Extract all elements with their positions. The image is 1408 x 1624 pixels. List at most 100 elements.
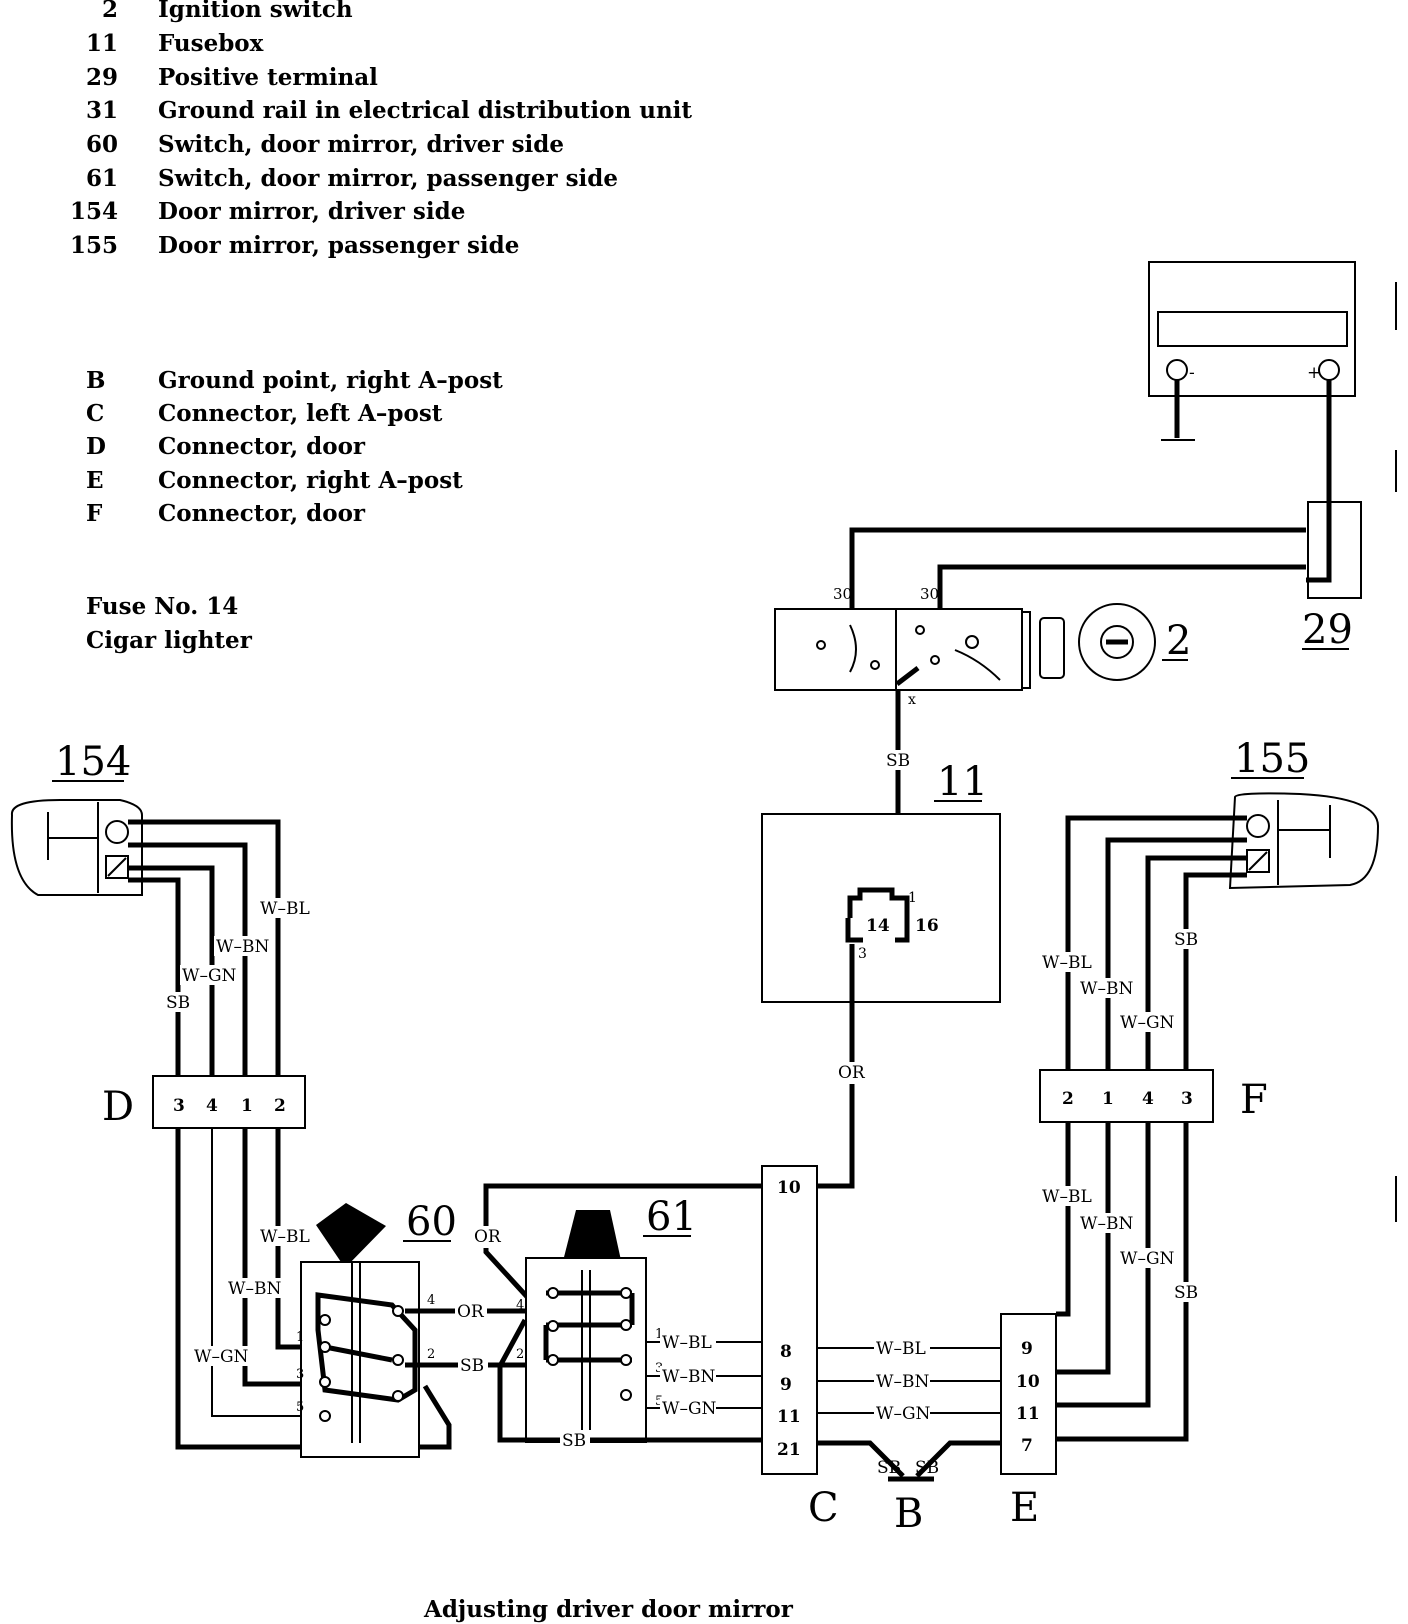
- fuse-pin-out: 3: [858, 946, 867, 962]
- wire-label-w-bl: W–BL: [876, 1339, 926, 1359]
- legend-id: 31: [85, 97, 118, 124]
- legend-label: Connector, left A–post: [158, 400, 443, 427]
- tag-f: F: [1240, 1077, 1268, 1123]
- wire-label-bg: [1078, 978, 1134, 998]
- ignition-lock-core: [1100, 625, 1134, 659]
- contact-point: [620, 1389, 632, 1401]
- wire-label-w-gn: W–GN: [1120, 1249, 1175, 1269]
- wire-w-bn-154: [128, 842, 248, 1076]
- wire-sb-e-to-ground: [915, 1440, 1001, 1478]
- legend-id: B: [86, 367, 106, 394]
- contact-point: [392, 1305, 404, 1317]
- connector-c-pin: 21: [777, 1440, 801, 1460]
- wire-label-w-gn: W–GN: [194, 1347, 249, 1367]
- switch-61-shaft: [581, 1270, 591, 1430]
- wire-30-b: [937, 564, 1306, 609]
- tag-155: 155: [1234, 736, 1310, 782]
- battery-label-plate: [1157, 311, 1348, 347]
- connector-d-body: [152, 1075, 306, 1129]
- tag-2: 2: [1166, 618, 1191, 664]
- contact-point: [816, 640, 826, 650]
- battery-minus-label: -: [1189, 363, 1195, 383]
- mirror-155-motor-icon: [1246, 814, 1270, 838]
- legend-label: Connector, right A–post: [158, 467, 463, 494]
- connector-f-pin: 3: [1181, 1089, 1193, 1109]
- door-mirror-154: 154: [10, 739, 143, 896]
- tag-11: 11: [937, 759, 988, 805]
- wire-label-bg: [660, 1332, 716, 1352]
- legend-id: 155: [69, 232, 118, 259]
- contact-point: [930, 655, 940, 665]
- wire-label-bg: [258, 1226, 314, 1246]
- fuse-number: Fuse No. 14: [86, 593, 239, 620]
- fuse-right-label: 16: [915, 916, 939, 936]
- connector-d-pin: 1: [241, 1096, 253, 1116]
- wire-label-bg: [455, 1301, 487, 1321]
- legend-label: Connector, door: [158, 500, 366, 527]
- mirror-155-housing: [1228, 792, 1380, 890]
- wire-w-bn-f-e: [1056, 1122, 1111, 1375]
- wire-w-bl-155: [1065, 815, 1247, 1081]
- legend-label: Ground point, right A–post: [158, 367, 503, 394]
- mirror-154-internal: [47, 812, 98, 860]
- ignition-lock-barrel: [1078, 603, 1156, 681]
- tag-c: C: [808, 1485, 839, 1531]
- switch-60-knob: [316, 1203, 386, 1268]
- fuse-left-label: 14: [866, 916, 890, 936]
- wire-w-gn-d-60: [211, 1128, 315, 1417]
- wire-label-sb: SB: [877, 1458, 901, 1478]
- wire-label-bg: [874, 1403, 930, 1423]
- connector-c: 10 8 9 11 21 C: [761, 1165, 839, 1531]
- wire-label-w-bl: W–BL: [662, 1333, 712, 1353]
- switch-60-pin: 1: [296, 1330, 304, 1345]
- wire-sb-154: [128, 877, 181, 1076]
- connector-e-pin: 7: [1021, 1436, 1033, 1456]
- wire-label-bg: [1040, 1186, 1096, 1206]
- ground-point-b: SB SB B: [817, 1440, 1001, 1537]
- wire-label-bg: [884, 750, 912, 770]
- wire-label-bg: [472, 1226, 502, 1248]
- contact-point: [319, 1341, 331, 1353]
- legend-label: Positive terminal: [158, 64, 378, 91]
- contact-point: [620, 1354, 632, 1366]
- contact-arc: [954, 649, 1001, 681]
- mirror-155-internal: [1278, 805, 1331, 858]
- wire-label-bg: [836, 1062, 866, 1084]
- wire-label-bg: [1040, 952, 1096, 972]
- wire-label-bg: [214, 936, 270, 956]
- legend-label: Ground rail in electrical distribution u…: [158, 97, 693, 124]
- wire-label-bg: [458, 1355, 488, 1375]
- contact-point: [547, 1354, 559, 1366]
- legend-id: F: [86, 500, 103, 527]
- tag-29: 29: [1302, 607, 1353, 653]
- switch-61-pin: 4: [516, 1298, 524, 1313]
- tag-d: D: [102, 1084, 134, 1130]
- contact-point: [965, 635, 979, 649]
- wire-label-w-bn: W–BN: [216, 937, 269, 957]
- wire-label-bg: [1172, 929, 1200, 949]
- switch-60-pin: 5: [296, 1400, 304, 1415]
- contact-point: [620, 1287, 632, 1299]
- contact-arc: [849, 624, 857, 673]
- wire-label-sb: SB: [886, 751, 910, 771]
- positive-terminal-block: [1307, 501, 1362, 599]
- wire-label-bg: [192, 1346, 248, 1366]
- contact-point: [319, 1376, 331, 1388]
- terminal-30-a: 30: [833, 585, 852, 603]
- mirror-switch-60: 60 4 1 2 3 5: [296, 1199, 457, 1458]
- switch-61-pin: 1: [655, 1327, 663, 1342]
- wire-w-bl-154: [128, 819, 281, 1076]
- connector-f-pin: 4: [1142, 1089, 1154, 1109]
- switch-60-pin: 2: [427, 1347, 435, 1362]
- ignition-lock-slot: [1039, 617, 1065, 679]
- connector-c-body: [761, 1165, 818, 1475]
- wire-label-w-bl: W–BL: [1042, 1187, 1092, 1207]
- wire-battery-to-29: [1306, 380, 1332, 583]
- connector-f: 2 1 4 3 F: [1039, 1069, 1268, 1123]
- legend-label: Door mirror, passenger side: [158, 232, 520, 259]
- wire-label-bg: [660, 1398, 716, 1418]
- wire-sb-d-60: [175, 1128, 452, 1450]
- switch-61-pin: 5: [655, 1394, 663, 1409]
- wire-label-sb: SB: [1174, 1283, 1198, 1303]
